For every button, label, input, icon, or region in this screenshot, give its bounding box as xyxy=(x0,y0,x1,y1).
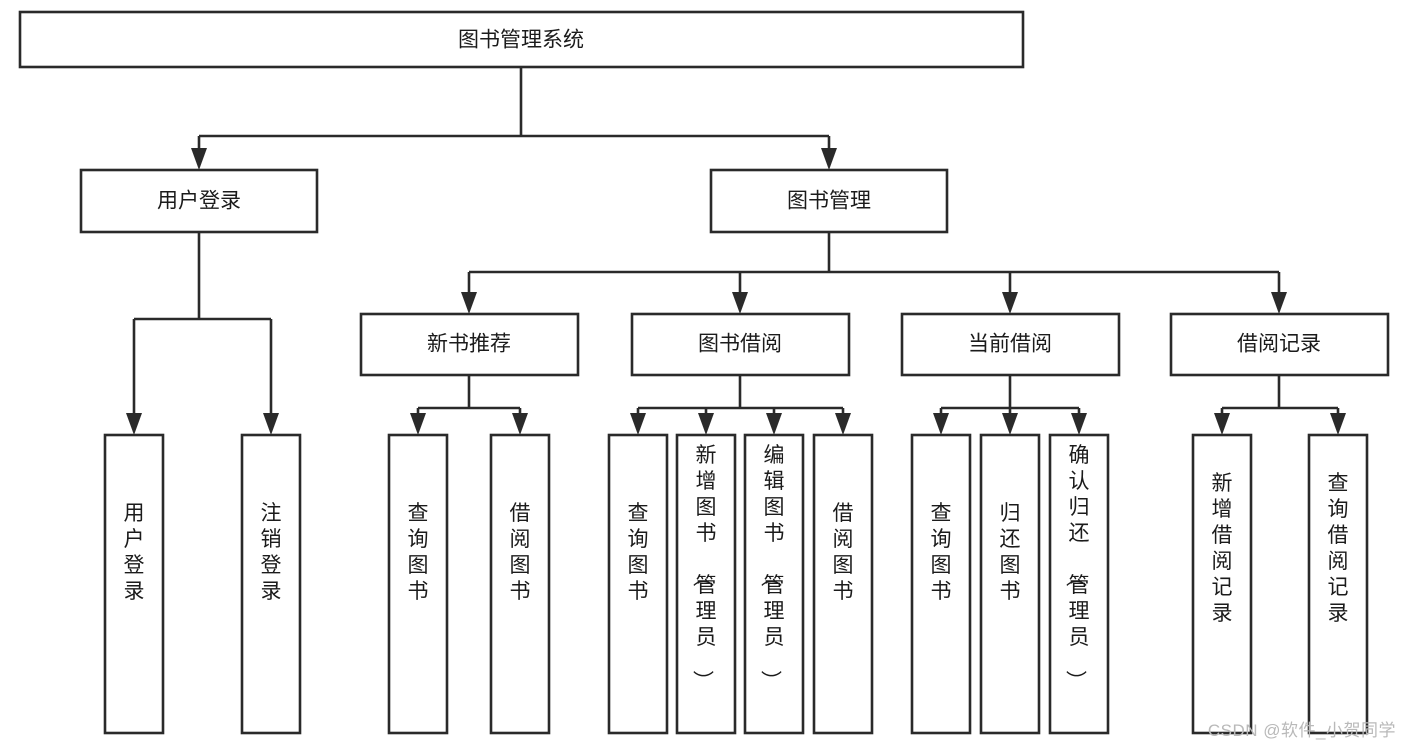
node-borrow-record[interactable]: 借阅记录 xyxy=(1169,312,1390,377)
node-new-book-recommend-box[interactable] xyxy=(359,312,580,377)
node-book-management-label: 图书管理 xyxy=(787,190,871,213)
arrow-to-book-borrow xyxy=(732,292,748,314)
node-leaf-add-record-label: 新增借阅记录 xyxy=(1212,472,1233,625)
node-leaf-return-book-label: 归还图书 xyxy=(1000,502,1021,603)
node-user-login-box[interactable] xyxy=(79,168,319,234)
node-leaf-confirm-return[interactable]: 确认归还（管理员） xyxy=(1048,433,1110,735)
node-leaf-add-record[interactable]: 新增借阅记录 xyxy=(1191,433,1253,735)
node-leaf-edit-book[interactable]: 编辑图书（管理员） xyxy=(743,433,805,735)
node-root-box[interactable] xyxy=(18,10,1025,69)
node-leaf-confirm-return-label: 确认归还（管理员） xyxy=(1064,444,1090,691)
arrow-to-new-book-recommend xyxy=(461,292,477,314)
node-current-borrow[interactable]: 当前借阅 xyxy=(900,312,1121,377)
arrow-to-user-login xyxy=(191,148,207,170)
node-leaf-query-book-2-box[interactable] xyxy=(607,433,669,735)
arrow-leaf-query-record xyxy=(1330,413,1346,435)
arrow-leaf-user-login xyxy=(126,413,142,435)
node-user-login[interactable]: 用户登录 xyxy=(79,168,319,234)
node-current-borrow-label: 当前借阅 xyxy=(968,333,1052,356)
node-leaf-borrow-book-2-box[interactable] xyxy=(812,433,874,735)
node-leaf-confirm-return-box[interactable] xyxy=(1048,433,1110,735)
node-borrow-record-label: 借阅记录 xyxy=(1237,333,1321,356)
node-leaf-user-login[interactable]: 用户登录 xyxy=(103,433,165,735)
node-leaf-query-book-3-box[interactable] xyxy=(910,433,972,735)
node-leaf-borrow-book-1-label: 借阅图书 xyxy=(510,502,531,603)
arrow-leaf-add-record xyxy=(1214,413,1230,435)
node-book-management-box[interactable] xyxy=(709,168,949,234)
node-leaf-query-book-1-box[interactable] xyxy=(387,433,449,735)
node-leaf-return-book[interactable]: 归还图书 xyxy=(979,433,1041,735)
arrow-to-current-borrow xyxy=(1002,292,1018,314)
node-leaf-query-book-1-label: 查询图书 xyxy=(408,502,429,603)
csdn-watermark: CSDN @软件_小贺同学 xyxy=(1207,721,1396,740)
node-leaf-user-login-box[interactable] xyxy=(103,433,165,735)
node-leaf-logout-login-label: 注销登录 xyxy=(261,502,282,603)
node-book-borrow[interactable]: 图书借阅 xyxy=(630,312,851,377)
node-leaf-add-book[interactable]: 新增图书（管理员） xyxy=(675,433,737,735)
arrow-leaf-query-book-2 xyxy=(630,413,646,435)
arrow-leaf-borrow-book-1 xyxy=(512,413,528,435)
arrow-to-borrow-record xyxy=(1271,292,1287,314)
node-current-borrow-box[interactable] xyxy=(900,312,1121,377)
node-leaf-query-record-label: 查询借阅记录 xyxy=(1328,472,1349,625)
node-leaf-add-record-box[interactable] xyxy=(1191,433,1253,735)
node-root-label: 图书管理系统 xyxy=(458,29,584,52)
node-root[interactable]: 图书管理系统 xyxy=(18,10,1025,69)
node-leaf-query-book-1[interactable]: 查询图书 xyxy=(387,433,449,735)
node-leaf-query-record[interactable]: 查询借阅记录 xyxy=(1307,433,1369,735)
arrow-leaf-return-book xyxy=(1002,413,1018,435)
node-leaf-borrow-book-1-box[interactable] xyxy=(489,433,551,735)
node-new-book-recommend-label: 新书推荐 xyxy=(427,333,511,356)
arrow-to-book-management xyxy=(821,148,837,170)
arrow-leaf-logout-login xyxy=(263,413,279,435)
arrow-leaf-edit-book xyxy=(766,413,782,435)
node-new-book-recommend[interactable]: 新书推荐 xyxy=(359,312,580,377)
node-leaf-query-book-3[interactable]: 查询图书 xyxy=(910,433,972,735)
node-leaf-query-record-box[interactable] xyxy=(1307,433,1369,735)
node-leaf-add-book-box[interactable] xyxy=(675,433,737,735)
arrow-leaf-add-book xyxy=(698,413,714,435)
node-user-login-label: 用户登录 xyxy=(157,190,241,213)
arrow-leaf-confirm-return xyxy=(1071,413,1087,435)
node-leaf-logout-login[interactable]: 注销登录 xyxy=(240,433,302,735)
node-leaf-user-login-label: 用户登录 xyxy=(124,502,145,603)
node-leaf-logout-login-box[interactable] xyxy=(240,433,302,735)
node-leaf-return-book-box[interactable] xyxy=(979,433,1041,735)
node-leaf-edit-book-box[interactable] xyxy=(743,433,805,735)
node-leaf-borrow-book-1[interactable]: 借阅图书 xyxy=(489,433,551,735)
node-leaf-edit-book-label: 编辑图书（管理员） xyxy=(759,444,785,691)
node-leaf-add-book-label: 新增图书（管理员） xyxy=(691,444,717,691)
connector-lines xyxy=(126,67,1346,435)
node-leaf-borrow-book-2[interactable]: 借阅图书 xyxy=(812,433,874,735)
node-book-borrow-box[interactable] xyxy=(630,312,851,377)
node-borrow-record-box[interactable] xyxy=(1169,312,1390,377)
node-leaf-query-book-3-label: 查询图书 xyxy=(931,502,952,603)
node-book-borrow-label: 图书借阅 xyxy=(698,333,782,356)
arrow-leaf-borrow-book-2 xyxy=(835,413,851,435)
node-leaf-query-book-2-label: 查询图书 xyxy=(628,502,649,603)
node-leaf-query-book-2[interactable]: 查询图书 xyxy=(607,433,669,735)
arrow-leaf-query-book-1 xyxy=(410,413,426,435)
node-book-management[interactable]: 图书管理 xyxy=(709,168,949,234)
node-leaf-borrow-book-2-label: 借阅图书 xyxy=(833,502,854,603)
arrow-leaf-query-book-3 xyxy=(933,413,949,435)
